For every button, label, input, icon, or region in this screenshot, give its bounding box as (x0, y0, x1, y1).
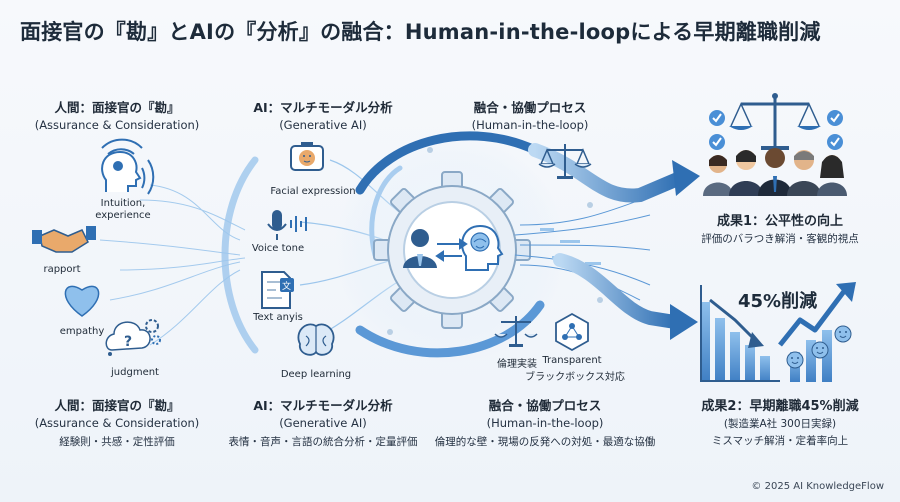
document-translate-icon: 文 (261, 271, 294, 309)
bar-chart-icon (700, 285, 780, 382)
microphone-icon (267, 210, 307, 240)
fusion-title-top: 融合・協働プロセス (473, 100, 587, 115)
outcome2-desc: ミスマッチ解消・定着率向上 (711, 435, 849, 447)
scales-small-icon (494, 316, 538, 347)
scales-icon (538, 144, 592, 179)
label-deep-learning: Deep learning (280, 369, 352, 380)
page-title: 面接官の『勘』とAIの『分析』の融合：Human-in-the-loopによる早… (20, 20, 821, 44)
svg-text:文: 文 (282, 280, 291, 292)
label-blackbox: ブラックボックス対応 (525, 372, 625, 383)
output-arrow-lower (553, 253, 682, 329)
fusion-desc-bottom: 倫理的な壁・現場の反発への対処・最適な協働 (434, 436, 656, 448)
ai-header-top: AI：マルチモーダル分析 (Generative AI) (228, 97, 418, 132)
brain-head-icon (461, 224, 504, 271)
thought-gears-icon: ? (105, 319, 161, 356)
human-title-bottom: 人間：面接官の『勘』 (54, 398, 180, 413)
human-header-bottom: 人間：面接官の『勘』 (Assurance & Consideration) 経… (22, 395, 212, 449)
outcome1-scales-icon (729, 93, 821, 150)
outcome2: 成果2：早期離職45%削減 (製造業A社 300日実録) ミスマッチ解消・定着率… (690, 395, 870, 448)
ai-desc-bottom: 表情・音声・言語の統合分析・定量評価 (228, 436, 418, 448)
gear-icon (373, 171, 531, 329)
network-cube-icon (555, 312, 589, 352)
label-text-analysis: Text anyis (253, 312, 303, 323)
smiley-icons (786, 325, 852, 369)
ai-title-bottom: AI：マルチモーダル分析 (253, 398, 393, 413)
outcome2-title: 成果2：早期離職45%削減 (701, 399, 859, 414)
ai-title-top: AI：マルチモーダル分析 (253, 100, 393, 115)
label-facial-expression: Facial expression (270, 186, 356, 197)
camera-face-icon (290, 142, 324, 171)
copyright: © 2025 AI KnowledgeFlow (751, 481, 884, 492)
fusion-header-top: 融合・協働プロセス (Human-in-the-loop) (435, 97, 625, 132)
fusion-title-bottom: 融合・協働プロセス (488, 398, 602, 413)
swirl-arc-top (355, 131, 540, 195)
label-transparent: Transparent (542, 355, 602, 366)
label-intuition: Intuition, experience (95, 198, 151, 221)
label-ethics: 倫理実装 (497, 359, 537, 370)
brain-icon (297, 323, 335, 356)
outcome2-big-number: 45%削減 (738, 291, 818, 312)
ai-sub-top: (Generative AI) (279, 118, 367, 132)
label-rapport: rapport (43, 264, 81, 275)
label-judgment: judgment (111, 367, 159, 378)
people-icon (703, 148, 847, 196)
human-sub-top: (Assurance & Consideration) (34, 118, 200, 132)
fusion-sub-top: (Human-in-the-loop) (471, 118, 589, 132)
human-header-top: 人間：面接官の『勘』 (Assurance & Consideration) (22, 97, 212, 132)
heart-icon (64, 285, 100, 317)
head-ripple-icon (101, 138, 155, 195)
ai-bracket-arc (221, 156, 259, 354)
label-empathy: empathy (59, 326, 105, 337)
outcome2-sub: (製造業A社 300日実録) (723, 418, 837, 430)
ai-header-bottom: AI：マルチモーダル分析 (Generative AI) 表情・音声・言語の統合… (228, 395, 418, 449)
handshake-icon (32, 226, 96, 253)
human-title-top: 人間：面接官の『勘』 (54, 100, 180, 115)
svg-text:?: ? (124, 334, 132, 350)
exchange-arrows-icon (435, 238, 468, 262)
human-desc-bottom: 経験則・共感・定性評価 (59, 436, 175, 448)
outcome1: 成果1：公平性の向上 評価のバラつき解消・客観的視点 (690, 210, 870, 246)
fusion-sub-bottom: (Human-in-the-loop) (486, 416, 604, 430)
label-voice-tone: Voice tone (251, 243, 305, 254)
output-arrow-upper (528, 143, 687, 203)
ai-sub-bottom: (Generative AI) (279, 416, 367, 430)
human-sub-bottom: (Assurance & Consideration) (34, 416, 200, 430)
fusion-header-bottom: 融合・協働プロセス (Human-in-the-loop) 倫理的な壁・現場の反… (434, 395, 656, 449)
outcome1-title: 成果1：公平性の向上 (716, 214, 844, 229)
person-icon (403, 229, 437, 268)
outcome1-desc: 評価のバラつき解消・客観的視点 (701, 233, 859, 245)
